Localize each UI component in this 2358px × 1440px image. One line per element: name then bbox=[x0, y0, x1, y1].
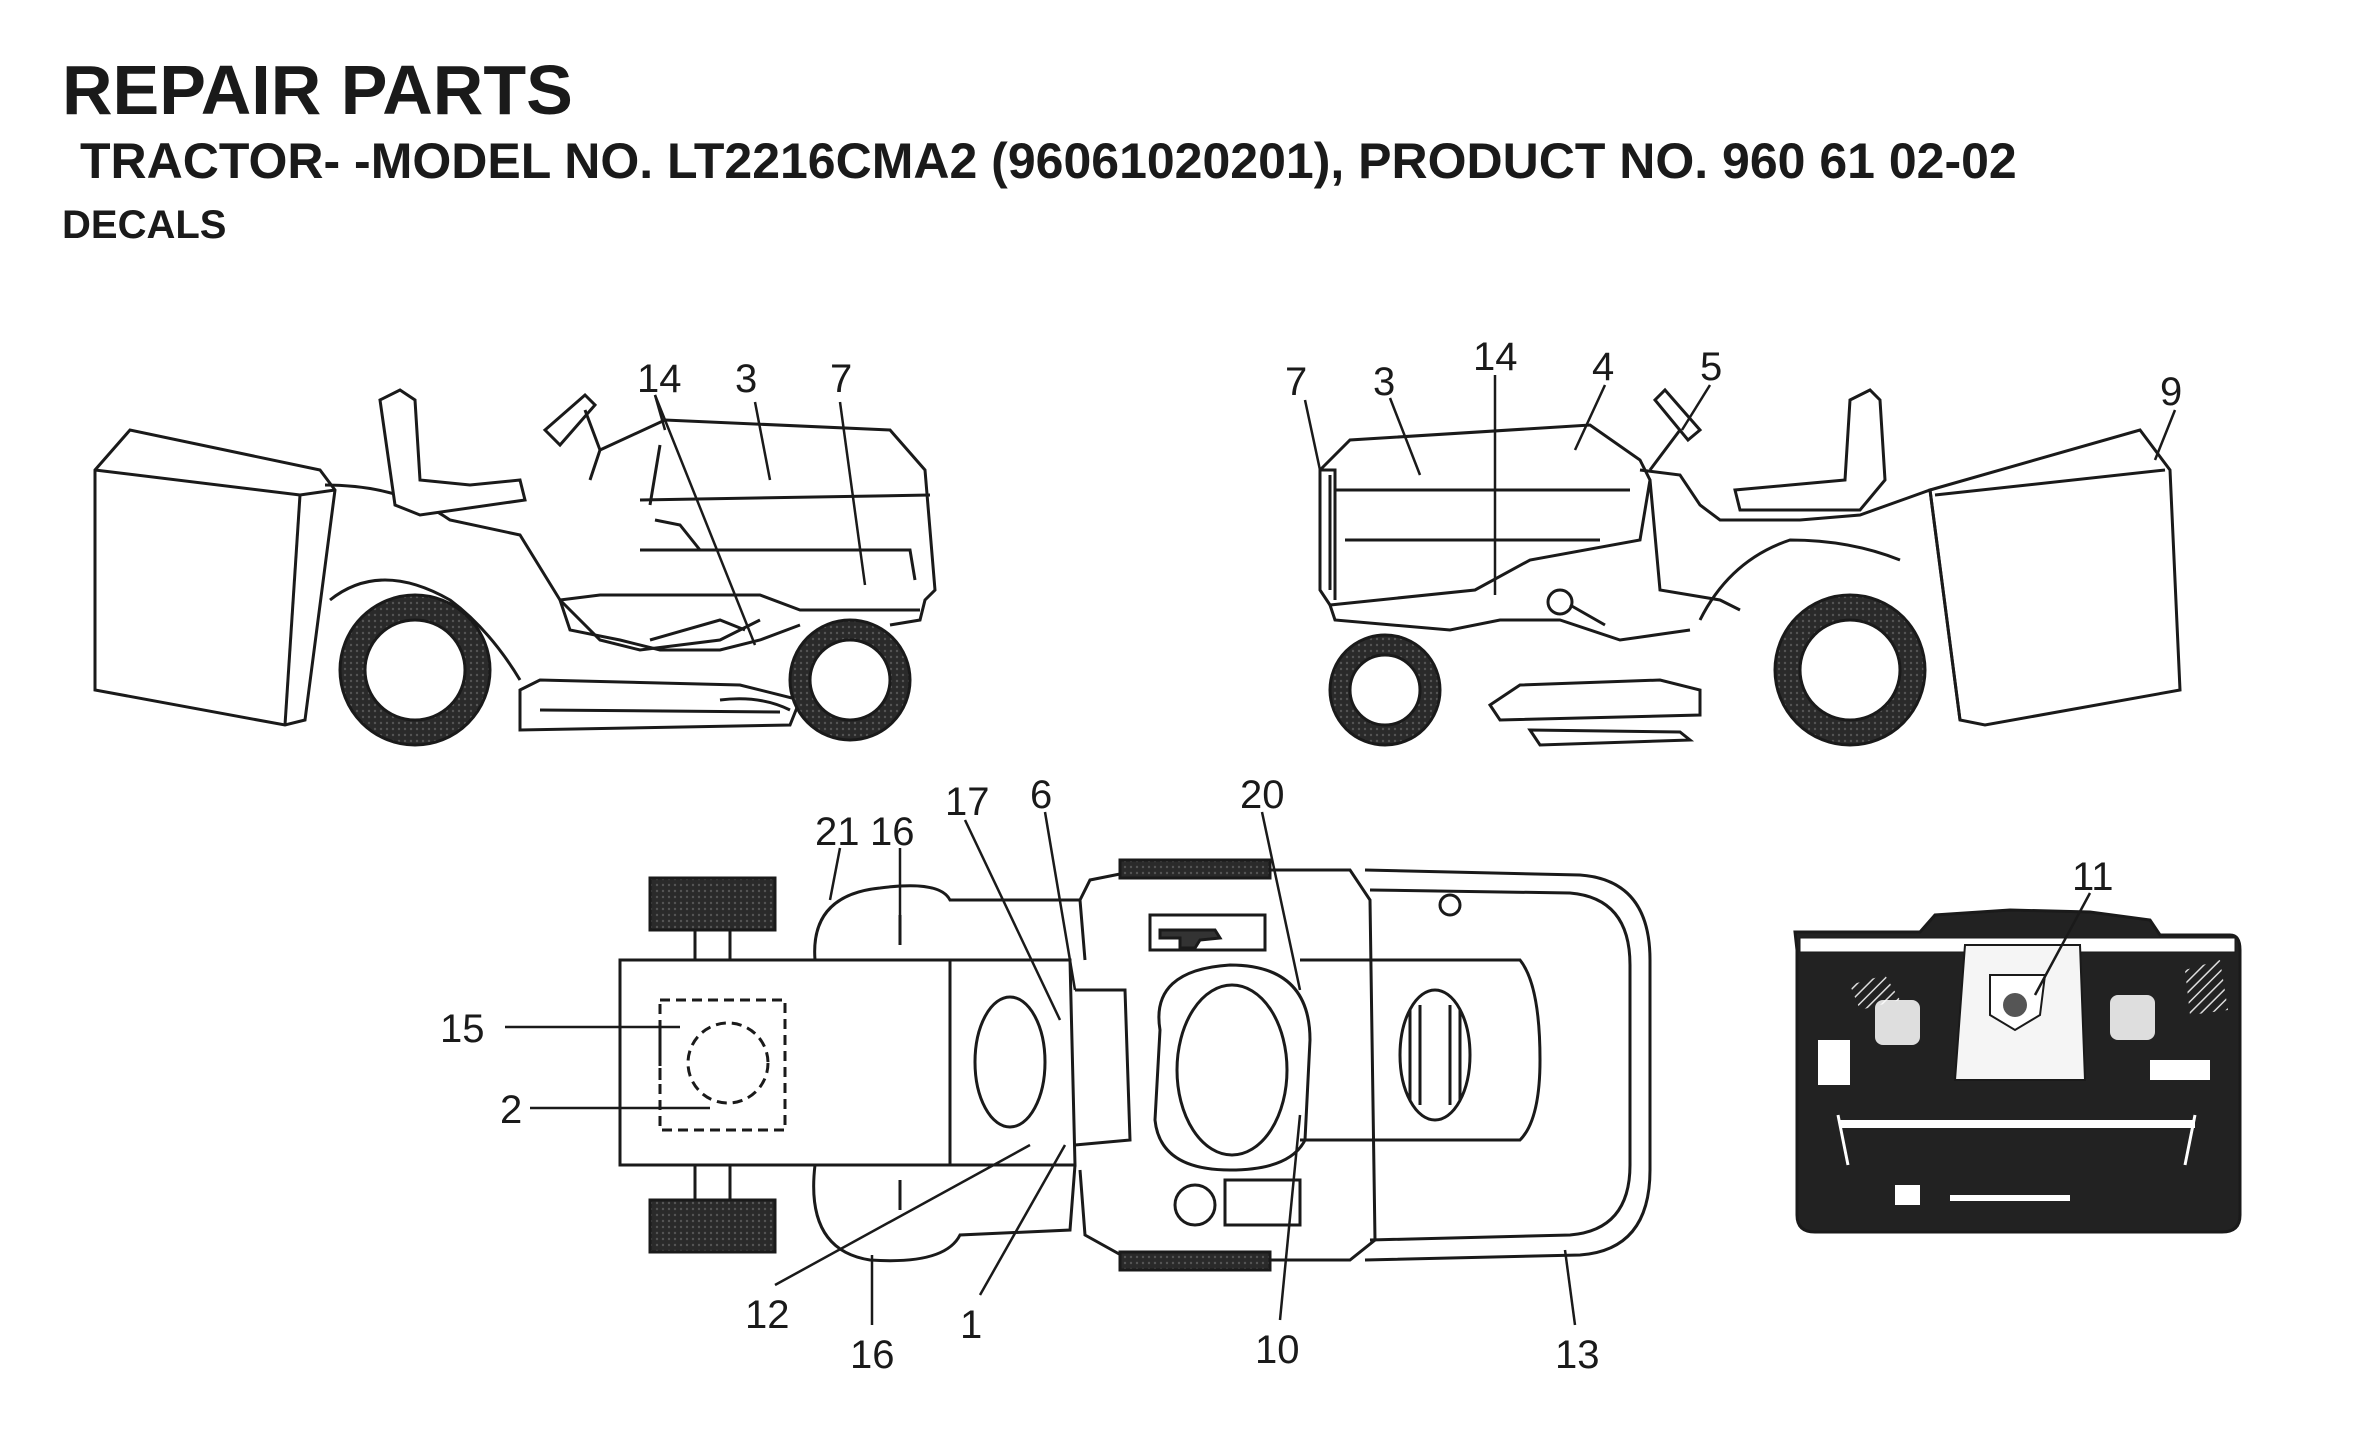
callout-7-left: 7 bbox=[830, 357, 852, 401]
callout-17-top: 17 bbox=[945, 780, 990, 824]
callout-6-top: 6 bbox=[1030, 773, 1052, 817]
callout-2-top: 2 bbox=[500, 1088, 522, 1132]
callout-3-left: 3 bbox=[735, 357, 757, 401]
page-title: REPAIR PARTS bbox=[62, 51, 573, 129]
callout-9-right: 9 bbox=[2160, 370, 2182, 414]
callout-7-right: 7 bbox=[1285, 360, 1307, 404]
tractor-right-side-view bbox=[1318, 387, 2182, 747]
callout-16-top-lower: 16 bbox=[850, 1333, 895, 1377]
callout-3-right: 3 bbox=[1373, 360, 1395, 404]
callout-15-top: 15 bbox=[440, 1007, 485, 1051]
tractor-top-view bbox=[618, 858, 1652, 1272]
callout-10-top: 10 bbox=[1255, 1328, 1300, 1372]
callout-14-right: 14 bbox=[1473, 335, 1518, 379]
callout-11-dash: 11 bbox=[2072, 855, 2114, 899]
callout-1-top: 1 bbox=[960, 1303, 982, 1347]
model-subtitle: TRACTOR- -MODEL NO. LT2216CMA2 (96061020… bbox=[80, 133, 2017, 189]
callout-14-left: 14 bbox=[637, 357, 682, 401]
callout-13-top: 13 bbox=[1555, 1333, 1600, 1377]
callout-4-right: 4 bbox=[1592, 345, 1614, 389]
control-panel-view bbox=[1793, 908, 2242, 1234]
section-label: DECALS bbox=[62, 203, 227, 247]
callout-21-top: 21 bbox=[815, 810, 860, 854]
callout-12-top: 12 bbox=[745, 1293, 790, 1337]
callout-5-right: 5 bbox=[1700, 345, 1722, 389]
callout-20-top: 20 bbox=[1240, 773, 1285, 817]
callout-16-top-upper: 16 bbox=[870, 810, 915, 854]
